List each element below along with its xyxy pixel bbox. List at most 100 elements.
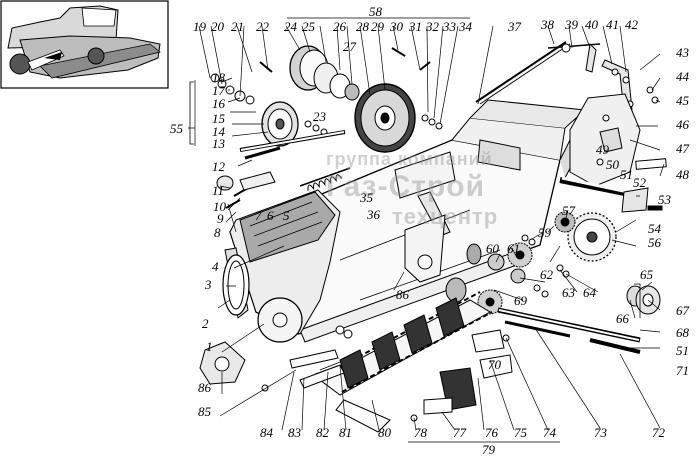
callout-37: 37 [508, 19, 521, 34]
callout-81: 81 [339, 425, 352, 440]
callout-68: 68 [676, 325, 689, 340]
callout-1: 1 [206, 339, 213, 354]
callout-11: 11 [212, 183, 225, 198]
callout-29: 29 [371, 19, 384, 34]
callout-22: 22 [256, 19, 269, 34]
callout-75: 75 [514, 425, 527, 440]
callout-77: 77 [453, 425, 466, 440]
callout-58: 58 [369, 4, 382, 19]
callout-2: 2 [202, 316, 209, 331]
large-pulley-hub [289, 45, 360, 101]
callout-72: 72 [652, 425, 665, 440]
callout-48: 48 [676, 167, 689, 182]
callout-41: 41 [606, 17, 619, 32]
callout-67: 67 [676, 303, 689, 318]
watermark-line2: Газ-Строй [326, 170, 486, 203]
callout-64: 64 [583, 285, 596, 300]
callout-74: 74 [543, 425, 556, 440]
watermark-line1: группа компаний [326, 149, 493, 169]
callout-76: 76 [485, 425, 498, 440]
callout-12: 12 [212, 159, 225, 174]
callout-30: 30 [390, 19, 403, 34]
callout-38: 38 [541, 17, 554, 32]
callout-20: 20 [211, 19, 224, 34]
callout-84: 84 [260, 425, 273, 440]
callout-19: 19 [193, 19, 206, 34]
callout-54: 54 [648, 221, 661, 236]
callout-45: 45 [676, 93, 689, 108]
callout-79: 79 [482, 442, 495, 457]
harvester-inset [0, 0, 169, 89]
callout-13: 13 [212, 136, 225, 151]
callout-9: 9 [217, 211, 224, 226]
callout-50: 50 [606, 157, 619, 172]
large-pulley [354, 83, 416, 153]
key-strip [635, 158, 667, 170]
callout-53: 53 [658, 192, 671, 207]
callout-78: 78 [414, 425, 427, 440]
callout-6: 6 [267, 208, 274, 223]
callout-31: 31 [409, 19, 422, 34]
callout-35: 35 [360, 190, 373, 205]
callout-66: 66 [616, 311, 629, 326]
callout-49: 49 [596, 142, 609, 157]
callout-21: 21 [231, 19, 244, 34]
callout-59: 59 [538, 225, 551, 240]
callout-52: 52 [633, 175, 646, 190]
callout-57: 57 [562, 203, 575, 218]
callout-27: 27 [343, 39, 356, 54]
callout-43: 43 [676, 45, 689, 60]
callout-56: 56 [648, 235, 661, 250]
callout-26: 26 [333, 19, 346, 34]
callout-80: 80 [378, 425, 391, 440]
callout-4: 4 [212, 259, 219, 274]
callout-63: 63 [562, 285, 575, 300]
callout-16: 16 [212, 96, 225, 111]
callout-60: 60 [486, 241, 499, 256]
callout-86: 86 [198, 380, 211, 395]
long-shafts [497, 307, 641, 354]
callout-5: 5 [283, 208, 290, 223]
callout-55: 55 [170, 121, 183, 136]
right-cover-plate [569, 93, 641, 187]
callout-24: 24 [284, 19, 297, 34]
callout-36: 36 [367, 207, 380, 222]
feeder-front-end [222, 189, 341, 343]
slat-conveyor [319, 291, 493, 433]
callout-82: 82 [316, 425, 329, 440]
watermark-line3: техцентр [392, 204, 499, 229]
leader-lines [188, 17, 665, 443]
callout-23: 23 [313, 109, 326, 124]
callout-18: 18 [212, 70, 225, 85]
callout-51: 51 [620, 167, 633, 182]
callout-15: 15 [212, 111, 225, 126]
callout-7: 7 [255, 208, 262, 223]
callout-33: 33 [443, 19, 456, 34]
callout-46: 46 [676, 117, 689, 132]
callout-34: 34 [459, 19, 472, 34]
callout-61: 61 [507, 241, 520, 256]
callout-86b: 86 [396, 287, 409, 302]
callout-65: 65 [640, 267, 653, 282]
callout-32: 32 [426, 19, 439, 34]
mounting-flange [199, 341, 246, 385]
callout-42: 42 [625, 17, 638, 32]
coupling [626, 285, 661, 315]
callout-83: 83 [288, 425, 301, 440]
callout-14: 14 [212, 124, 225, 139]
callout-44: 44 [676, 69, 689, 84]
callout-25: 25 [302, 19, 315, 34]
small-pulley [261, 101, 299, 147]
callout-40: 40 [585, 17, 598, 32]
upper-shaft [475, 41, 567, 103]
guide-plates [410, 329, 513, 422]
callout-51b: 51 [676, 343, 689, 358]
callout-69: 69 [514, 293, 527, 308]
callout-3: 3 [205, 277, 212, 292]
callout-47: 47 [676, 141, 689, 156]
callout-28: 28 [356, 19, 369, 34]
callout-10: 10 [213, 199, 226, 214]
fastener-set [210, 73, 659, 392]
